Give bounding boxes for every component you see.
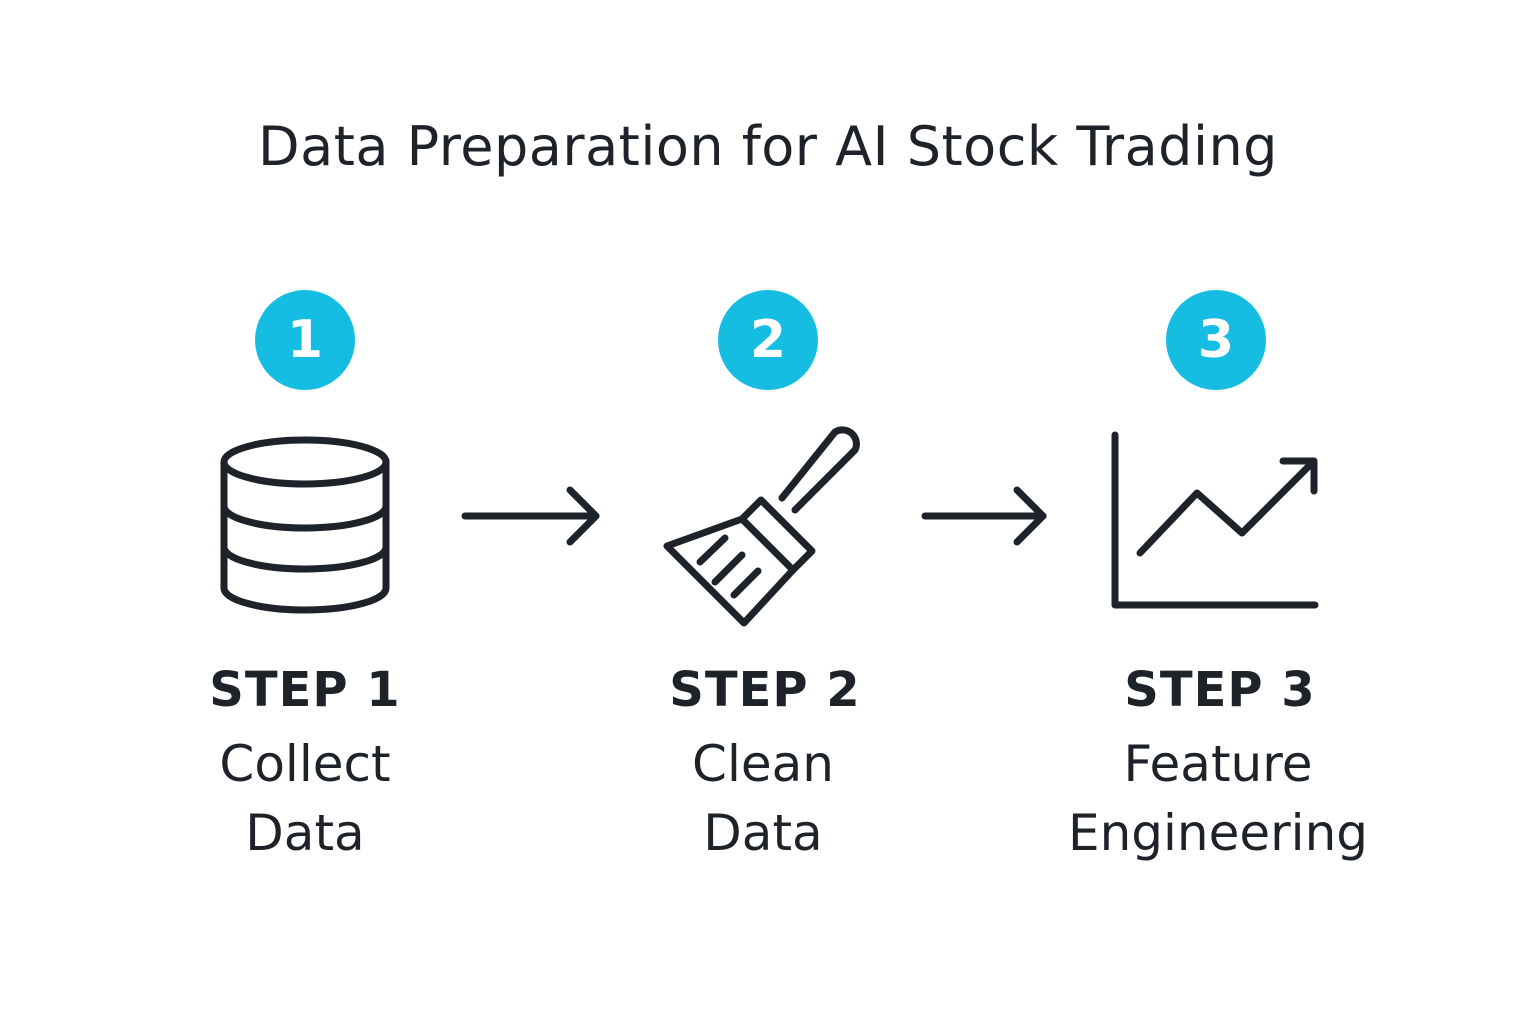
step-1-label: STEP 1 [209,662,401,718]
database-icon [220,436,390,614]
step-3-badge: 3 [1166,290,1266,390]
arrow-right-icon [921,486,1047,546]
step-1-name: Collect Data [95,730,515,868]
step-2-badge: 2 [718,290,818,390]
step-3-label: STEP 3 [1124,662,1316,718]
step-2-name-line2: Data [703,804,823,862]
step-3-name-line1: Feature [1123,735,1313,793]
step-2-name: Clean Data [553,730,973,868]
arrow-right-icon [461,486,600,546]
step-1-name-line2: Data [245,804,365,862]
step-2-number: 2 [749,310,787,370]
step-1-number: 1 [286,310,324,370]
step-3-number: 3 [1197,310,1235,370]
page-title: Data Preparation for AI Stock Trading [258,115,1278,178]
step-1-name-line1: Collect [219,735,391,793]
paintbrush-icon [663,426,860,627]
step-3-name: Feature Engineering [1008,730,1428,868]
step-1-badge: 1 [255,290,355,390]
step-2-name-line1: Clean [692,735,834,793]
trend-chart-icon [1111,431,1319,609]
step-3-name-line2: Engineering [1068,804,1368,862]
step-2-label: STEP 2 [669,662,861,718]
